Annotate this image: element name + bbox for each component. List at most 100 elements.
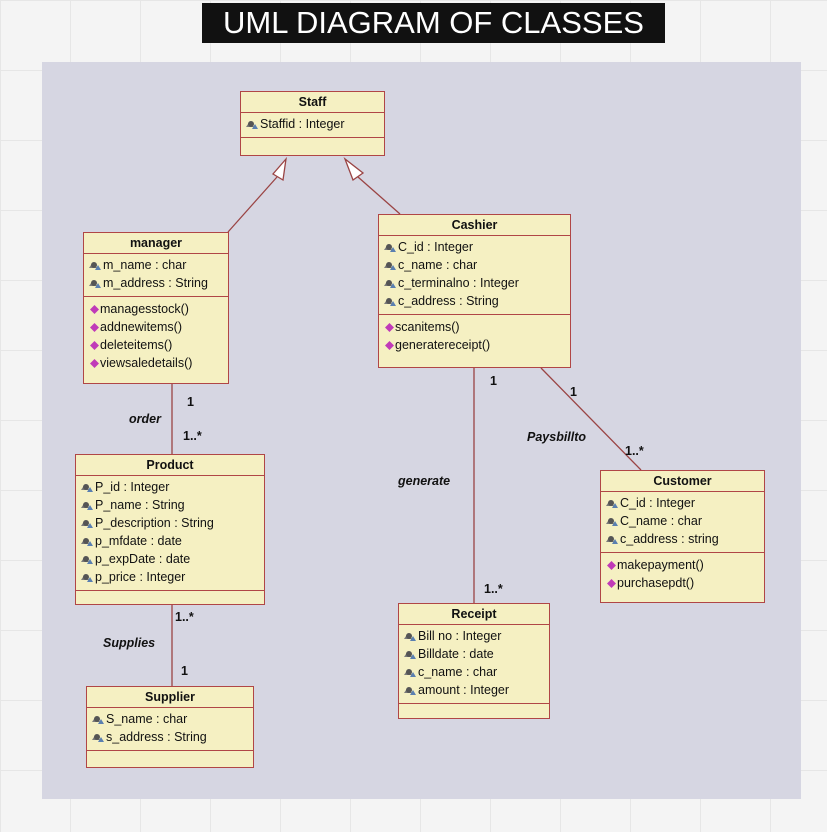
attribute-row: Bill no : Integer (399, 627, 549, 645)
attribute-text: Billdate : date (418, 647, 494, 661)
attribute-list: C_id : Integer c_name : char c_terminaln… (379, 236, 570, 315)
class-cashier[interactable]: Cashier C_id : Integer c_name : char c_t… (378, 214, 571, 368)
attribute-row: C_id : Integer (601, 494, 764, 512)
operation-row: generatereceipt() (379, 336, 570, 354)
field-icon (81, 484, 93, 492)
attribute-row: c_address : string (601, 530, 764, 548)
operation-row: makepayment() (601, 556, 764, 574)
attribute-text: s_address : String (106, 730, 207, 744)
attribute-row: P_id : Integer (76, 478, 264, 496)
association-label-supplies: Supplies (103, 636, 156, 650)
attribute-row: Staffid : Integer (241, 115, 384, 133)
field-icon (81, 574, 93, 582)
attribute-text: c_name : char (418, 665, 498, 679)
generalization-manager-staff (227, 176, 278, 233)
class-name: Staff (241, 92, 384, 113)
operation-list (399, 704, 549, 711)
field-icon (606, 536, 618, 544)
association-label-paysbillto: Paysbillto (527, 430, 587, 444)
attribute-text: C_name : char (620, 514, 702, 528)
field-icon (81, 502, 93, 510)
attribute-row: s_address : String (87, 728, 253, 746)
operation-icon (385, 340, 394, 350)
multiplicity-order-manager: 1 (187, 395, 194, 409)
operation-row: addnewitems() (84, 318, 228, 336)
operation-icon (90, 358, 99, 368)
multiplicity-paysbillto-customer: 1..* (625, 444, 644, 458)
operation-text: makepayment() (617, 558, 704, 572)
class-name: Customer (601, 471, 764, 492)
generalization-arrowhead-manager (272, 156, 287, 182)
generalization-cashier-staff (357, 176, 401, 215)
attribute-list: S_name : char s_address : String (87, 708, 253, 751)
diagram-title: UML DIAGRAM OF CLASSES (202, 3, 665, 43)
field-icon (384, 244, 396, 252)
class-name: Supplier (87, 687, 253, 708)
operation-list: managesstock() addnewitems() deleteitems… (84, 297, 228, 376)
operation-row: deleteitems() (84, 336, 228, 354)
association-label-generate: generate (398, 474, 451, 488)
attribute-text: m_name : char (103, 258, 187, 272)
attribute-row: c_terminalno : Integer (379, 274, 570, 292)
operation-row: viewsaledetails() (84, 354, 228, 372)
field-icon (404, 687, 416, 695)
association-paysbillto-line (540, 367, 642, 471)
attribute-text: P_id : Integer (95, 480, 170, 494)
attribute-list: C_id : Integer C_name : char c_address :… (601, 492, 764, 553)
attribute-text: c_address : String (398, 294, 499, 308)
field-icon (81, 556, 93, 564)
operation-text: generatereceipt() (395, 338, 491, 352)
operation-list (76, 591, 264, 598)
attribute-text: S_name : char (106, 712, 188, 726)
field-icon (89, 262, 101, 270)
attribute-text: Bill no : Integer (418, 629, 502, 643)
attribute-text: P_description : String (95, 516, 214, 530)
attribute-text: c_name : char (398, 258, 478, 272)
class-name: Receipt (399, 604, 549, 625)
attribute-row: C_id : Integer (379, 238, 570, 256)
operation-text: purchasepdt() (617, 576, 695, 590)
operation-icon (90, 304, 99, 314)
operation-list: makepayment() purchasepdt() (601, 553, 764, 596)
field-icon (246, 121, 258, 129)
class-name: Product (76, 455, 264, 476)
field-icon (404, 633, 416, 641)
attribute-text: c_terminalno : Integer (398, 276, 519, 290)
attribute-row: c_address : String (379, 292, 570, 310)
attribute-row: amount : Integer (399, 681, 549, 699)
attribute-text: C_id : Integer (620, 496, 696, 510)
operation-icon (607, 578, 616, 588)
class-supplier[interactable]: Supplier S_name : char s_address : Strin… (86, 686, 254, 768)
attribute-row: c_name : char (399, 663, 549, 681)
attribute-text: m_address : String (103, 276, 208, 290)
operation-text: viewsaledetails() (100, 356, 193, 370)
attribute-row: P_name : String (76, 496, 264, 514)
attribute-list: P_id : Integer P_name : String P_descrip… (76, 476, 264, 591)
operation-text: deleteitems() (100, 338, 173, 352)
class-receipt[interactable]: Receipt Bill no : Integer Billdate : dat… (398, 603, 550, 719)
attribute-text: p_mfdate : date (95, 534, 182, 548)
operation-list (241, 138, 384, 145)
operation-list (87, 751, 253, 758)
multiplicity-generate-cashier: 1 (490, 374, 497, 388)
multiplicity-order-product: 1..* (183, 429, 202, 443)
attribute-row: m_address : String (84, 274, 228, 292)
class-staff[interactable]: Staff Staffid : Integer (240, 91, 385, 156)
attribute-list: m_name : char m_address : String (84, 254, 228, 297)
class-customer[interactable]: Customer C_id : Integer C_name : char c_… (600, 470, 765, 603)
attribute-text: p_expDate : date (95, 552, 191, 566)
field-icon (404, 651, 416, 659)
multiplicity-supplies-supplier: 1 (181, 664, 188, 678)
operation-row: purchasepdt() (601, 574, 764, 592)
multiplicity-generate-receipt: 1..* (484, 582, 503, 596)
operation-icon (90, 322, 99, 332)
attribute-row: p_mfdate : date (76, 532, 264, 550)
field-icon (606, 518, 618, 526)
class-manager[interactable]: manager m_name : char m_address : String… (83, 232, 229, 384)
field-icon (384, 262, 396, 270)
operation-row: scanitems() (379, 318, 570, 336)
class-product[interactable]: Product P_id : Integer P_name : String P… (75, 454, 265, 605)
class-name: manager (84, 233, 228, 254)
attribute-text: P_name : String (95, 498, 185, 512)
